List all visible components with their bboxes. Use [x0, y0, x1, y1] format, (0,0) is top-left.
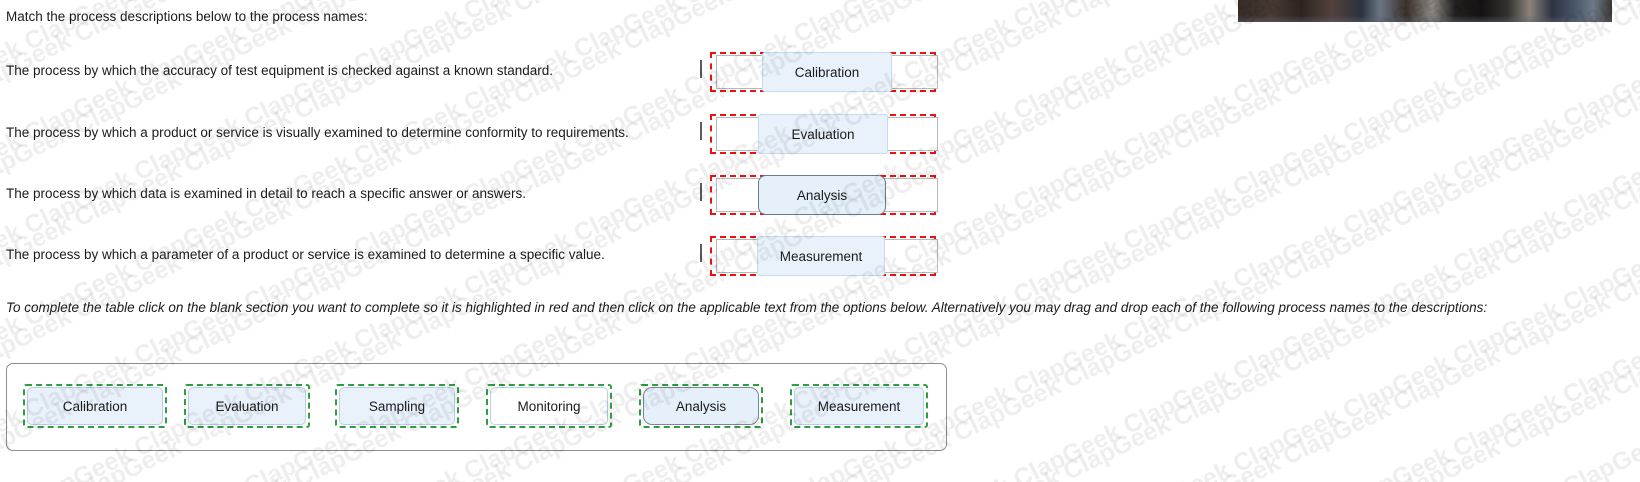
placed-answer-chip[interactable]: Measurement	[757, 236, 885, 276]
cropped-photo-strip	[1238, 0, 1612, 22]
option-item[interactable]: Measurement	[790, 384, 928, 428]
instruction-text: To complete the table click on the blank…	[6, 300, 1488, 315]
option-item[interactable]: Monitoring	[486, 384, 612, 428]
option-chip[interactable]: Sampling	[339, 387, 455, 425]
placed-answer-chip[interactable]: Analysis	[758, 175, 886, 215]
option-item[interactable]: Analysis	[639, 384, 763, 428]
match-row: The process by which a parameter of a pr…	[0, 232, 1000, 284]
placed-answer-chip[interactable]: Calibration	[762, 52, 892, 92]
option-chip[interactable]: Analysis	[643, 387, 759, 425]
text-caret	[700, 244, 702, 262]
option-item[interactable]: Calibration	[23, 384, 167, 428]
row-description: The process by which a product or servic…	[6, 125, 629, 140]
match-row: The process by which the accuracy of tes…	[0, 48, 1000, 100]
options-tray: Calibration Evaluation Sampling Monitoring A…	[6, 363, 947, 451]
option-chip[interactable]: Measurement	[794, 387, 924, 425]
text-caret	[700, 60, 702, 78]
match-row: The process by which a product or servic…	[0, 110, 1000, 162]
row-description: The process by which a parameter of a pr…	[6, 247, 605, 262]
text-caret	[700, 122, 702, 140]
row-description: The process by which the accuracy of tes…	[6, 63, 554, 78]
option-chip[interactable]: Evaluation	[188, 387, 306, 425]
text-caret	[700, 183, 702, 201]
row-description: The process by which data is examined in…	[6, 186, 527, 201]
placed-answer-chip[interactable]: Evaluation	[758, 114, 888, 154]
option-item[interactable]: Evaluation	[184, 384, 310, 428]
option-chip[interactable]: Monitoring	[490, 387, 608, 425]
option-chip[interactable]: Calibration	[27, 387, 163, 425]
page-title: Match the process descriptions below to …	[6, 9, 368, 24]
option-item[interactable]: Sampling	[335, 384, 459, 428]
match-row: The process by which data is examined in…	[0, 171, 1000, 223]
